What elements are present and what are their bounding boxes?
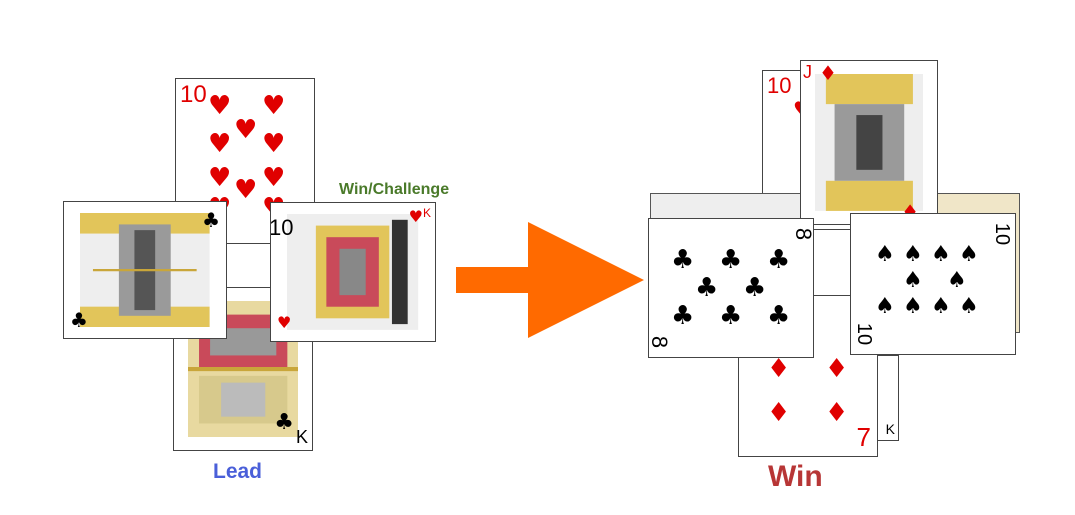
card-rank: 10: [767, 73, 792, 98]
card-king-of-hearts-left[interactable]: 10 ♥ K ♥: [270, 202, 436, 342]
card-jack-of-diamonds-right[interactable]: J ♦ ♦: [800, 60, 938, 225]
club-icon: ♣: [767, 245, 791, 275]
heart-icon: ♥: [234, 175, 258, 205]
card-rank: J: [803, 62, 812, 82]
club-icon: ♣: [202, 208, 220, 232]
jack-face-art: [80, 212, 210, 328]
win-label: Win: [768, 460, 823, 493]
win-challenge-label: Win/Challenge: [339, 181, 450, 198]
card-rank: 10: [990, 222, 1013, 246]
spade-icon: ♠: [931, 294, 951, 319]
heart-icon: ♥: [262, 129, 286, 159]
spade-icon: ♠: [903, 268, 923, 293]
diamond-icon: ♦: [825, 354, 849, 384]
card-jack-of-clubs-left[interactable]: ♣ ♣: [63, 201, 227, 339]
card-corner-rank: 10: [270, 215, 294, 240]
heart-icon: ♥: [277, 313, 292, 332]
club-icon: ♣: [274, 410, 294, 435]
diamond-icon: ♦: [767, 354, 791, 384]
club-icon: ♣: [671, 245, 695, 275]
club-icon: ♣: [671, 301, 695, 331]
card-rank: K: [885, 421, 895, 437]
card-rank: K: [295, 427, 308, 447]
jack-face-art: [814, 74, 924, 211]
spade-icon: ♠: [947, 268, 967, 293]
club-icon: ♣: [695, 273, 719, 303]
spade-icon: ♠: [903, 294, 923, 319]
heart-icon: ♥: [208, 91, 232, 121]
heart-icon: ♥: [234, 115, 258, 145]
club-icon: ♣: [719, 245, 743, 275]
card-king-corner-right[interactable]: K: [877, 355, 899, 441]
spade-icon: ♠: [931, 242, 951, 267]
card-eight-of-clubs-right[interactable]: 8 8 ♣ ♣ ♣ ♣ ♣ ♣ ♣ ♣: [648, 218, 814, 358]
heart-icon: ♥: [262, 91, 286, 121]
card-rank-bottom: 8: [648, 335, 673, 349]
spade-icon: ♠: [875, 242, 895, 267]
card-rank: 8: [790, 227, 814, 241]
card-rank: 7: [856, 422, 871, 452]
card-rank: K: [422, 206, 431, 220]
card-rank-bottom: 10: [853, 322, 876, 346]
king-face-art: [287, 214, 419, 330]
diamond-icon: ♦: [819, 61, 837, 85]
card-ten-of-spades-right[interactable]: 10 10 ♠ ♠ ♠ ♠ ♠ ♠ ♠ ♠ ♠ ♠: [850, 213, 1016, 355]
lead-label: Lead: [213, 460, 263, 483]
club-icon: ♣: [719, 301, 743, 331]
diamond-icon: ♦: [825, 398, 849, 428]
spade-icon: ♠: [959, 294, 979, 319]
heart-icon: ♥: [208, 129, 232, 159]
heart-icon: ♥: [208, 163, 232, 193]
club-icon: ♣: [767, 301, 791, 331]
spade-icon: ♠: [959, 242, 979, 267]
club-icon: ♣: [70, 308, 88, 332]
diamond-icon: ♦: [767, 398, 791, 428]
arrow-right-icon: [456, 222, 644, 338]
club-icon: ♣: [743, 273, 767, 303]
spade-icon: ♠: [875, 294, 895, 319]
spade-icon: ♠: [903, 242, 923, 267]
card-rank: 10: [180, 81, 207, 108]
heart-icon: ♥: [262, 163, 286, 193]
heart-icon: ♥: [408, 207, 423, 226]
